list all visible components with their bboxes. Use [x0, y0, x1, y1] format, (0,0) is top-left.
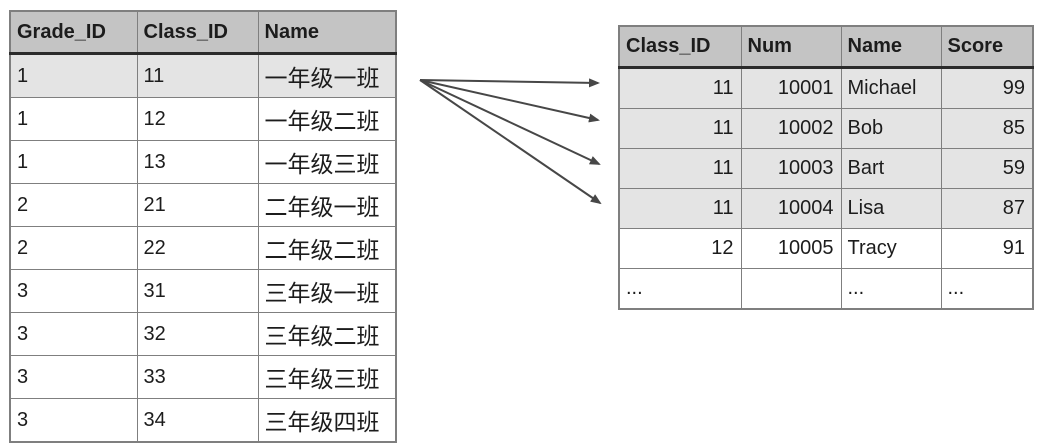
cell-score: 85	[940, 108, 1034, 149]
cell-name: Tracy	[840, 228, 942, 269]
cell-score: 91	[940, 228, 1034, 269]
cell-grade-id: 3	[9, 398, 138, 443]
column-header-name: Name	[840, 25, 942, 69]
cell-name: 三年级二班	[257, 312, 397, 356]
cell-class-id: 12	[618, 228, 742, 269]
cell-class-id: 33	[136, 355, 259, 399]
table-row: 2 22 二年级二班	[9, 226, 397, 270]
cell-name: 三年级三班	[257, 355, 397, 399]
column-header-score: Score	[940, 25, 1034, 69]
table-row: 3 34 三年级四班	[9, 398, 397, 443]
cell-name: 一年级一班	[257, 53, 397, 98]
cell-num: 10001	[740, 67, 842, 109]
relationship-arrow-3	[419, 79, 601, 165]
table-row: 11 10002 Bob 85	[618, 108, 1034, 149]
cell-class-id: 11	[618, 148, 742, 189]
cell-grade-id: 1	[9, 53, 138, 98]
cell-class-id: 22	[136, 226, 259, 270]
cell-class-id: 11	[618, 188, 742, 229]
table-row: 1 12 一年级二班	[9, 97, 397, 141]
cell-score: ...	[940, 268, 1034, 310]
cell-name: 一年级二班	[257, 97, 397, 141]
cell-score: 87	[940, 188, 1034, 229]
table-row: 11 10003 Bart 59	[618, 148, 1034, 189]
table-row-ellipsis: ... ... ...	[618, 268, 1034, 310]
cell-class-id: 11	[618, 108, 742, 149]
cell-grade-id: 3	[9, 269, 138, 313]
column-header-name: Name	[257, 10, 397, 55]
table-row: 1 13 一年级三班	[9, 140, 397, 184]
table-row: 3 32 三年级二班	[9, 312, 397, 356]
student-table: Class_ID Num Name Score 11 10001 Michael…	[618, 25, 1034, 310]
class-table: Grade_ID Class_ID Name 1 11 一年级一班 1 12 一…	[9, 10, 397, 443]
cell-class-id: 11	[136, 53, 259, 98]
cell-name: 一年级三班	[257, 140, 397, 184]
cell-name: 三年级四班	[257, 398, 397, 443]
cell-grade-id: 2	[9, 226, 138, 270]
cell-class-id: 34	[136, 398, 259, 443]
cell-class-id: 32	[136, 312, 259, 356]
column-header-num: Num	[740, 25, 842, 69]
cell-name: Bob	[840, 108, 942, 149]
cell-class-id: 12	[136, 97, 259, 141]
cell-name: Bart	[840, 148, 942, 189]
cell-num: 10002	[740, 108, 842, 149]
class-table-header-row: Grade_ID Class_ID Name	[9, 10, 397, 55]
cell-name: ...	[840, 268, 942, 310]
table-row: 3 31 三年级一班	[9, 269, 397, 313]
table-row: 3 33 三年级三班	[9, 355, 397, 399]
column-header-class-id: Class_ID	[136, 10, 259, 55]
cell-class-id: 21	[136, 183, 259, 227]
cell-name: Michael	[840, 67, 942, 109]
cell-class-id: 11	[618, 67, 742, 109]
relationship-arrows	[419, 78, 602, 205]
cell-num	[740, 268, 842, 310]
relationship-arrow-2	[419, 79, 600, 123]
table-row: 2 21 二年级一班	[9, 183, 397, 227]
cell-grade-id: 1	[9, 140, 138, 184]
table-row: 12 10005 Tracy 91	[618, 228, 1034, 269]
column-header-class-id: Class_ID	[618, 25, 742, 69]
cell-name: 三年级一班	[257, 269, 397, 313]
table-row: 11 10001 Michael 99	[618, 67, 1034, 109]
cell-grade-id: 3	[9, 355, 138, 399]
cell-num: 10005	[740, 228, 842, 269]
column-header-grade-id: Grade_ID	[9, 10, 138, 55]
cell-name: 二年级一班	[257, 183, 397, 227]
cell-score: 59	[940, 148, 1034, 189]
cell-grade-id: 3	[9, 312, 138, 356]
table-row: 11 10004 Lisa 87	[618, 188, 1034, 229]
table-row: 1 11 一年级一班	[9, 53, 397, 98]
cell-class-id: ...	[618, 268, 742, 310]
cell-name: 二年级二班	[257, 226, 397, 270]
cell-class-id: 31	[136, 269, 259, 313]
cell-num: 10003	[740, 148, 842, 189]
cell-grade-id: 2	[9, 183, 138, 227]
relationship-arrow-4	[419, 79, 602, 205]
cell-grade-id: 1	[9, 97, 138, 141]
cell-score: 99	[940, 67, 1034, 109]
cell-name: Lisa	[840, 188, 942, 229]
cell-class-id: 13	[136, 140, 259, 184]
cell-num: 10004	[740, 188, 842, 229]
student-table-header-row: Class_ID Num Name Score	[618, 25, 1034, 69]
relationship-arrow-1	[419, 78, 600, 88]
